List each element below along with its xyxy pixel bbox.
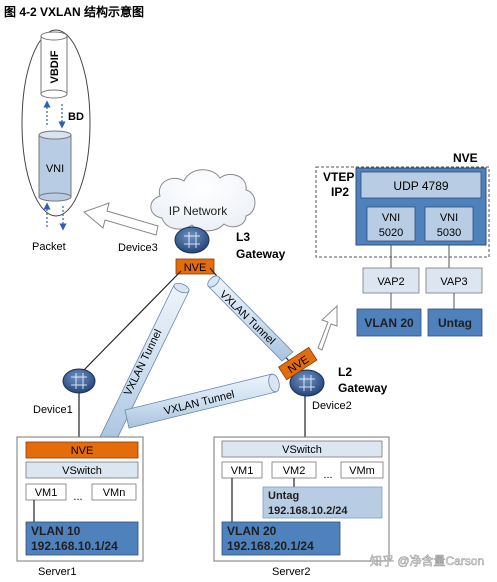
vtep-dashed-box (315, 166, 490, 258)
vni-5020-line1: VNI (382, 212, 400, 224)
vap3-label: VAP3 (440, 276, 467, 288)
vtep-title-line2: IP2 (331, 185, 349, 199)
device3: Device3 NVE L3 Gateway (118, 226, 286, 275)
tunnel-bottom: VXLAN Tunnel (124, 373, 280, 429)
server2-vswitch-label: VSwitch (282, 444, 322, 456)
l2-gateway-line2: Gateway (338, 381, 388, 395)
device1-router-icon (62, 368, 96, 394)
packet-label: Packet (32, 241, 66, 253)
server2-untag-ip: 192.168.10.2/24 (268, 505, 348, 517)
vlan20-label: VLAN 20 (364, 316, 414, 330)
device3-label: Device3 (118, 242, 158, 254)
vap2-label: VAP2 (377, 276, 404, 288)
l3-gateway-line1: L3 (236, 230, 250, 244)
device2-nve (277, 346, 318, 381)
ip-network-cloud (150, 169, 256, 232)
watermark: 知乎 @净含量Carson (370, 553, 484, 568)
vtep-nve-title: NVE (453, 151, 478, 165)
ip-network-label: IP Network (169, 204, 228, 218)
vtep-panel: NVE VTEP IP2 UDP 4789 VNI 5020 VNI 5030 … (315, 151, 490, 337)
figure-title: 图 4-2 VXLAN 结构示意图 (4, 4, 144, 19)
vni-5030-line1: VNI (440, 212, 458, 224)
vni-5020-box (366, 206, 416, 242)
untag-label: Untag (438, 316, 472, 330)
server1-vswitch (25, 461, 139, 479)
server2-dots: ... (323, 469, 332, 481)
server1-vm1-label: VM1 (35, 487, 58, 499)
server1-vlan-label: VLAN 10 (31, 524, 81, 538)
server2-vmm (340, 461, 384, 479)
device3-router-icon (174, 226, 210, 254)
server1-dots: ... (73, 491, 82, 503)
server2-vlan-label: VLAN 20 (227, 524, 277, 538)
device2: NVE L2 Gateway Device2 (277, 346, 388, 412)
server2-vm1 (221, 461, 263, 479)
server2-vmm-label: VMm (349, 465, 375, 477)
link-device3-device1 (81, 270, 182, 373)
vtep-title-line1: VTEP (323, 170, 354, 184)
vbdif-label: VBDIF (49, 50, 61, 83)
server1-vlan-block (25, 521, 139, 556)
udp-port-label: UDP 4789 (393, 179, 448, 193)
server1-nve (25, 441, 139, 459)
server1-vmn (91, 483, 137, 501)
vni-5020-line2: 5020 (379, 227, 403, 239)
tunnel-right: VXLAN Tunnel (207, 275, 294, 362)
untag-box (427, 308, 483, 337)
server2: VSwitch VM1 VM2 ... VMm Untag 192.168.10… (213, 436, 390, 578)
inset-ellipse (21, 29, 91, 217)
device3-nve-label: NVE (184, 262, 207, 274)
left-inset: VBDIF BD VNI Packet (21, 29, 91, 253)
server2-vswitch (221, 440, 383, 458)
server1-nve-label: NVE (71, 445, 94, 457)
l3-gateway-line2: Gateway (236, 247, 286, 261)
udp-port-box (360, 171, 482, 199)
server2-untag-block (262, 486, 383, 519)
hollow-arrow-left (83, 202, 159, 236)
vlan20-box (356, 308, 422, 337)
device1-label: Device1 (33, 404, 73, 416)
vni-label: VNI (46, 163, 64, 175)
server2-untag-label: Untag (268, 490, 299, 502)
device1: Device1 (33, 368, 96, 416)
vni-5030-line2: 5030 (437, 227, 461, 239)
server1: NVE VSwitch VM1 ... VMn VLAN 10 192.168.… (16, 436, 144, 578)
device3-nve (175, 258, 215, 275)
device2-router-icon (289, 369, 325, 397)
server1-vm1 (25, 483, 67, 501)
server1-ip-label: 192.168.10.1/24 (31, 539, 118, 553)
server1-name: Server1 (38, 566, 77, 578)
server2-name: Server2 (272, 566, 311, 578)
vni-5030-box (424, 206, 474, 242)
server2-ip-label: 192.168.20.1/24 (227, 539, 314, 553)
device2-label: Device2 (312, 400, 352, 412)
l2-gateway-line1: L2 (338, 365, 352, 379)
server2-vm1-label: VM1 (231, 465, 254, 477)
hollow-arrow-up (317, 304, 338, 351)
tunnel-left-label: VXLAN Tunnel (122, 328, 164, 398)
vap3-box (425, 267, 483, 294)
server1-vswitch-label: VSwitch (62, 465, 102, 477)
tunnel-right-label: VXLAN Tunnel (217, 288, 277, 347)
server1-vmn-label: VMn (103, 487, 126, 499)
bd-label: BD (68, 111, 84, 123)
server2-vm2-label: VM2 (283, 465, 306, 477)
server2-vlan-block (221, 521, 341, 556)
